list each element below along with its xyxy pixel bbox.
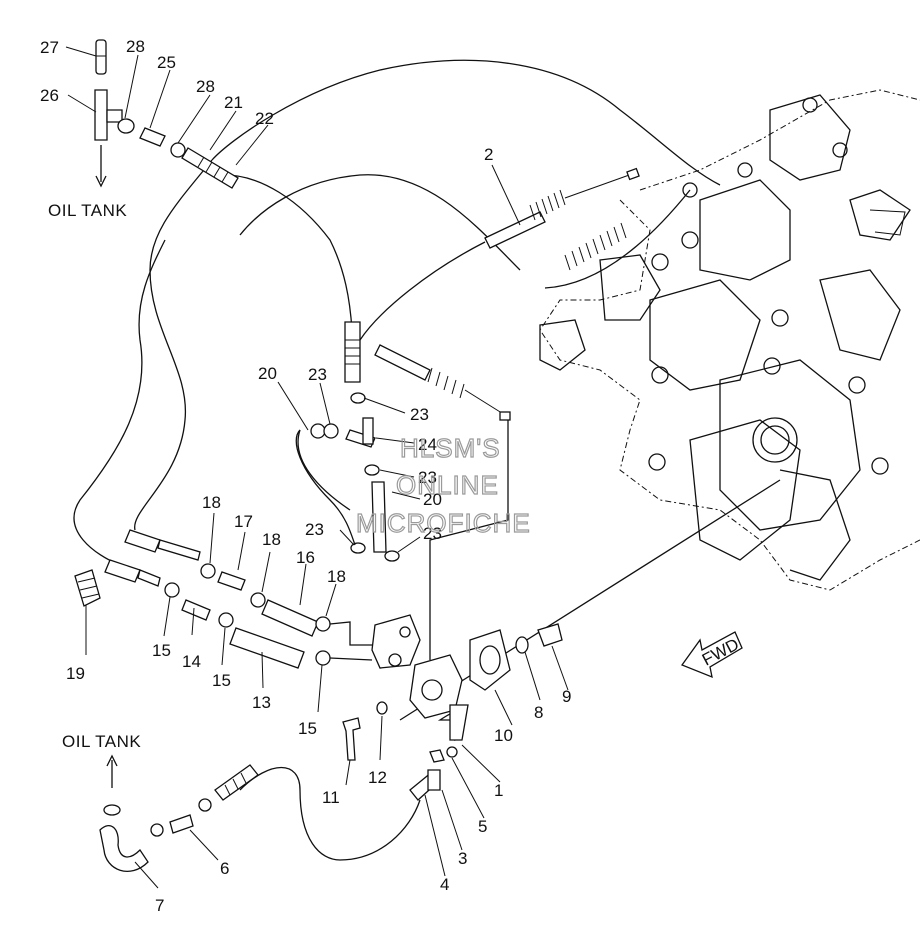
- oil-tank-bottom-caption: OIL TANK: [62, 732, 141, 751]
- callout-numbers: 27 28 25 26 28 21 22 2 20 23 23 24 23 20…: [40, 37, 571, 915]
- callout-13: 13: [252, 693, 271, 712]
- callout-11: 11: [322, 788, 340, 807]
- callout-8: 8: [534, 703, 543, 722]
- engine-block-illustration: [539, 89, 920, 591]
- bottom-fittings: [99, 704, 469, 872]
- callout-15-a: 15: [152, 641, 171, 660]
- top-left-fittings: [94, 39, 186, 188]
- callout-28-a: 28: [126, 37, 145, 56]
- callout-20-a: 20: [258, 364, 277, 383]
- callout-21: 21: [224, 93, 243, 112]
- left-fittings: [74, 529, 373, 669]
- callout-24: 24: [418, 435, 437, 454]
- callout-15-b: 15: [212, 671, 231, 690]
- callout-23-e: 23: [423, 524, 442, 543]
- callout-12: 12: [368, 768, 387, 787]
- callout-19: 19: [66, 664, 85, 683]
- callout-10: 10: [494, 726, 513, 745]
- callout-2: 2: [484, 145, 493, 164]
- callout-26: 26: [40, 86, 59, 105]
- callout-5: 5: [478, 817, 487, 836]
- oil-pump-cable: [344, 167, 640, 421]
- callout-23-a: 23: [308, 365, 327, 384]
- callout-18-a: 18: [202, 493, 221, 512]
- leader-lines: [65, 46, 569, 889]
- callout-14: 14: [182, 652, 201, 671]
- callout-1: 1: [494, 781, 503, 800]
- callout-9: 9: [562, 687, 571, 706]
- callout-23-b: 23: [410, 405, 429, 424]
- callout-22: 22: [255, 109, 274, 128]
- rod-parts-21-22: [181, 147, 239, 189]
- watermark-line-1: HLSM'S: [400, 433, 501, 463]
- callout-15-c: 15: [298, 719, 317, 738]
- callout-7: 7: [155, 896, 164, 915]
- hose-routing-lines: [73, 59, 781, 861]
- callout-23-c: 23: [418, 468, 437, 487]
- watermark-line-2: ONLINE: [396, 470, 499, 500]
- fwd-arrow: FWD: [680, 631, 743, 679]
- callout-6: 6: [220, 859, 229, 878]
- callout-28-b: 28: [196, 77, 215, 96]
- callout-3: 3: [458, 849, 467, 868]
- watermark-line-3: MICROFICHE: [356, 508, 531, 538]
- callout-27: 27: [40, 38, 59, 57]
- oil-tank-top-caption: OIL TANK: [48, 201, 127, 220]
- callout-4: 4: [440, 875, 449, 894]
- callout-20-b: 20: [423, 490, 442, 509]
- callout-25: 25: [157, 53, 176, 72]
- watermark: HLSM'S ONLINE MICROFICHE: [355, 432, 531, 538]
- callout-18-b: 18: [262, 530, 281, 549]
- oil-pump-body: [342, 614, 563, 761]
- callout-18-c: 18: [327, 567, 346, 586]
- callout-23-d: 23: [305, 520, 324, 539]
- callout-16: 16: [296, 548, 315, 567]
- callout-17: 17: [234, 512, 253, 531]
- small-hoses-and-clamps: [295, 392, 400, 562]
